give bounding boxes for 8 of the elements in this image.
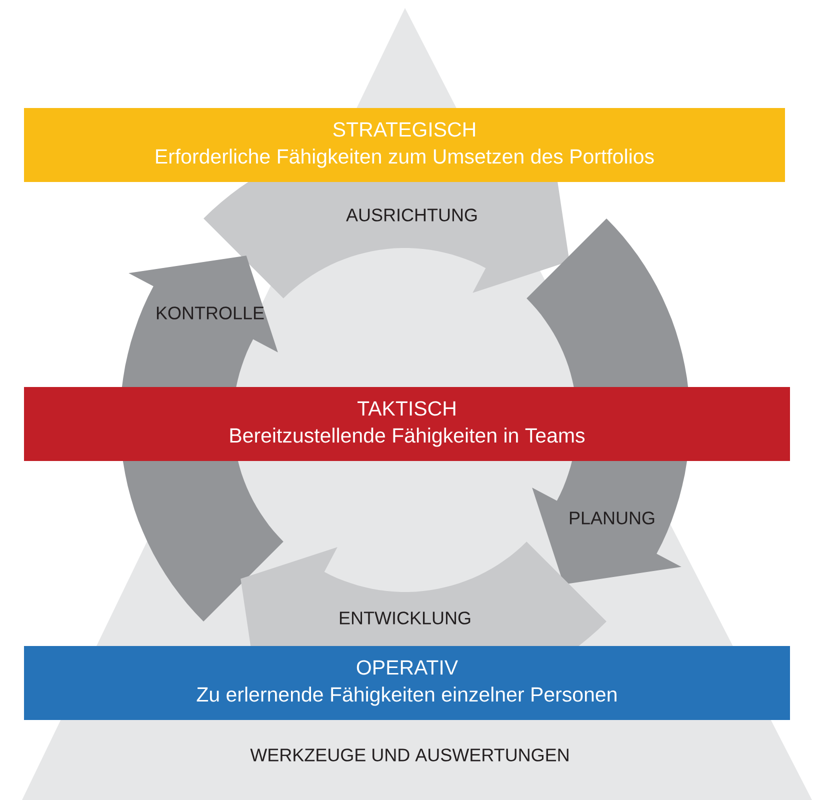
level-band: STRATEGISCH Erforderliche Fähigkeiten zum Umsetzen des Portfolios bbox=[24, 108, 785, 182]
arrow-label: AUSRICHTUNG bbox=[346, 208, 477, 222]
arrow-label: ENTWICKLUNG bbox=[340, 612, 470, 624]
level-band: TAKTISCH Bereitzustellende Fähigkeiten in Teams bbox=[24, 387, 790, 461]
level-band: OPERATIV Zu erlernende Fähigkeiten einzelner Personen bbox=[24, 646, 790, 720]
arrow-label: PLANUNG bbox=[570, 512, 654, 524]
arrow-label: KONTROLLE bbox=[156, 306, 264, 320]
arrow-label: WERKZEUGE UND AUSWERTUNGEN bbox=[250, 748, 568, 762]
